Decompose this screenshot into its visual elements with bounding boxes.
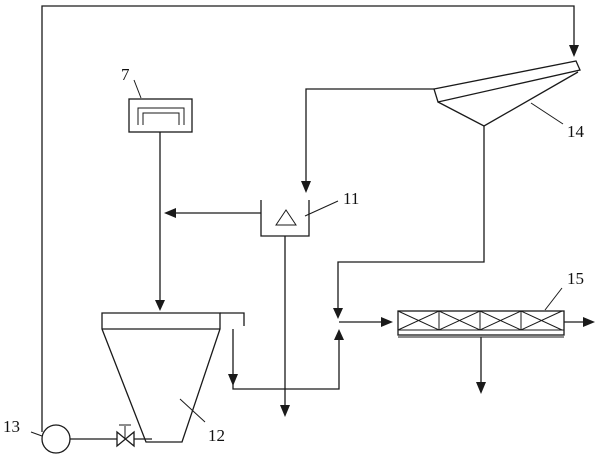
leader-lines <box>30 79 564 437</box>
unit-12-hopper <box>101 312 245 443</box>
label-14: 14 <box>567 122 585 141</box>
label-13: 13 <box>3 417 20 436</box>
unit-13-pump <box>41 424 71 454</box>
arrowheads <box>155 45 595 417</box>
piping <box>41 5 583 440</box>
label-15: 15 <box>567 269 584 288</box>
label-12: 12 <box>208 426 225 445</box>
unit-14-screen <box>433 60 581 127</box>
valve-icon <box>116 424 135 448</box>
unit-11-tank <box>260 200 310 237</box>
label-7: 7 <box>121 65 130 84</box>
unit-7-box <box>128 98 193 133</box>
label-11: 11 <box>343 189 359 208</box>
unit-15-conveyor <box>397 310 565 338</box>
